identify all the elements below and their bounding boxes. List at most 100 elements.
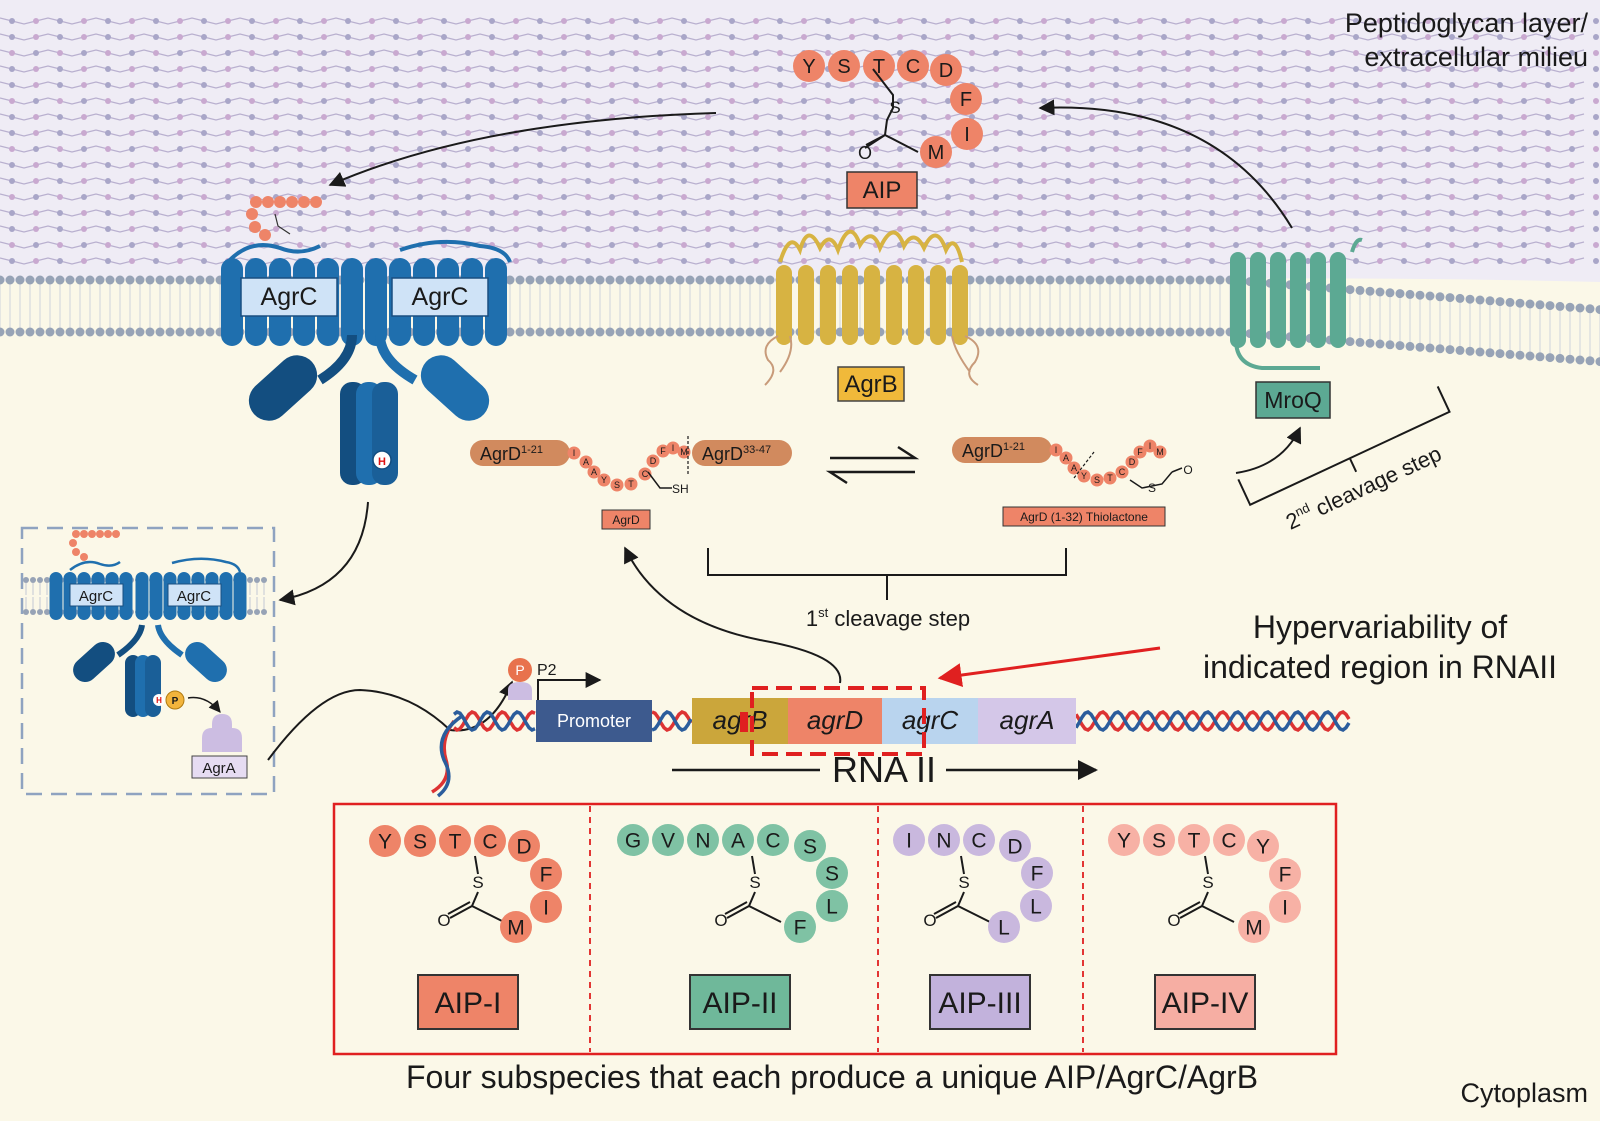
first-cleavage-bracket bbox=[707, 548, 1067, 600]
inset-phosphorylated-agrc: AgrC AgrC H P AgrA bbox=[20, 526, 276, 796]
mroq-helix-5 bbox=[1310, 252, 1326, 348]
aip-top-residue-label: C bbox=[906, 56, 920, 78]
promoter-label: Promoter bbox=[557, 711, 631, 731]
aip-variants-panel bbox=[332, 802, 1338, 1056]
aip-ii-label: AIP-II bbox=[702, 987, 777, 1020]
agrd-linear-left-label: AgrD1-21 bbox=[480, 444, 543, 464]
aip-top-residue-label: Y bbox=[802, 56, 815, 78]
gene-agrc bbox=[882, 698, 978, 744]
aip-i-residue bbox=[369, 825, 401, 857]
agrb-helix-3 bbox=[820, 265, 836, 345]
arrow-mroq-to-aip bbox=[1038, 99, 1293, 229]
agrd-linear-residue bbox=[646, 454, 660, 468]
aip-top-residue bbox=[897, 50, 929, 82]
agrd-linear-residue-label: I bbox=[573, 448, 576, 458]
agrc-label-box-left bbox=[240, 277, 338, 317]
aip-i-residue-label: M bbox=[507, 917, 525, 940]
agrb-helix-7 bbox=[908, 265, 924, 345]
aip-i-label: AIP-I bbox=[435, 987, 502, 1020]
histidine-label: H bbox=[378, 456, 386, 468]
agrd-linear-residue bbox=[597, 473, 611, 487]
agrc-helix-7 bbox=[365, 258, 387, 346]
aip-iv-residue bbox=[1178, 824, 1210, 856]
agrb-label-box bbox=[837, 366, 905, 402]
aip-iv-sulfur: S bbox=[1202, 873, 1213, 892]
agrd-thio-oxygen: O bbox=[1183, 463, 1192, 477]
arrow-agrd-gene-to-agrd bbox=[624, 546, 842, 684]
aip-i-residue bbox=[508, 830, 540, 862]
agrd-linear-residue-label: M bbox=[680, 447, 688, 457]
aip-iv-residue bbox=[1247, 830, 1279, 862]
agrd-thio-residue-label: I bbox=[1055, 445, 1058, 455]
aip-iii-sulfur: S bbox=[958, 873, 969, 892]
agrd-linear-residue bbox=[624, 477, 638, 491]
agrd-thio-residue bbox=[1067, 461, 1081, 475]
gene-agra bbox=[978, 698, 1076, 744]
mroq-helix-6 bbox=[1330, 252, 1346, 348]
aip-i-label-box bbox=[417, 974, 519, 1030]
p2-phosphate-label: P bbox=[515, 662, 524, 678]
aip-iv-residue-label: C bbox=[1221, 830, 1236, 853]
aip-ii-residue bbox=[687, 824, 719, 856]
agra-shape bbox=[202, 714, 242, 752]
agrd-thio-residue bbox=[1115, 465, 1129, 479]
agrd-thio-residue bbox=[1077, 469, 1091, 483]
aip-iv-residue-label: Y bbox=[1117, 830, 1131, 853]
inset-phosphate-label: P bbox=[172, 696, 179, 707]
agrd-thio-sulfur: S bbox=[1148, 481, 1156, 495]
aip-top-thiolactone-bond bbox=[872, 68, 894, 136]
aip-top-residue bbox=[920, 136, 952, 168]
agrb-label: AgrB bbox=[844, 371, 897, 398]
first-cleavage-label: 1st cleavage step bbox=[806, 605, 970, 631]
aip-top-residue bbox=[951, 118, 983, 150]
agrd-thio-residue-label: T bbox=[1107, 473, 1113, 483]
agrd-thio-residue-label: F bbox=[1137, 447, 1143, 457]
agrd-linear-residue-label: I bbox=[672, 443, 675, 453]
agrd-thio-residue bbox=[1090, 473, 1104, 487]
agrd-thio-residue bbox=[1143, 439, 1157, 453]
mroq-helix-2 bbox=[1250, 252, 1266, 348]
agrb-protein: AgrB bbox=[764, 229, 980, 402]
aip-iii-residue bbox=[928, 824, 960, 856]
dna-double-helix bbox=[431, 710, 1351, 798]
agra-label-box bbox=[191, 755, 248, 779]
p2-promoter-site: P P2 bbox=[508, 658, 602, 705]
aip-ii-residue bbox=[816, 890, 848, 922]
second-cleavage-bracket bbox=[1237, 385, 1451, 507]
agra-label: AgrA bbox=[202, 760, 235, 777]
agrb-helix-2 bbox=[798, 265, 814, 345]
cytoplasm-label: Cytoplasm bbox=[1460, 1078, 1588, 1108]
aip-iv-residue-label: F bbox=[1279, 864, 1292, 887]
aip-i-residue-label: C bbox=[482, 831, 497, 854]
aip-top-residue-label: I bbox=[964, 124, 970, 146]
hypervariable-region-highlight bbox=[750, 686, 926, 756]
agrb-helix-8 bbox=[930, 265, 946, 345]
agrd-thio-label-box bbox=[1002, 506, 1166, 527]
aip-iv-residue-label: Y bbox=[1256, 836, 1270, 859]
agrd-label: AgrD bbox=[612, 513, 640, 527]
agrd-thio-residue bbox=[1103, 471, 1117, 485]
agrd-linear-residue bbox=[638, 467, 652, 481]
aip-iv-residue-label: T bbox=[1188, 830, 1201, 853]
agrd-linear-residue-label: F bbox=[660, 446, 666, 456]
extracellular-label-line1: Peptidoglycan layer/ bbox=[1345, 8, 1589, 38]
histidine-badge bbox=[372, 450, 392, 470]
aip-iii-residue bbox=[1021, 857, 1053, 889]
extracellular-label-line2: extracellular milieu bbox=[1364, 42, 1588, 72]
agrd-thio-residue bbox=[1153, 445, 1167, 459]
agrc-dimer: AgrC AgrC H bbox=[221, 196, 512, 485]
agrd-linear-residue bbox=[579, 455, 593, 469]
agrb-helix-4 bbox=[842, 265, 858, 345]
agrb-helix-5 bbox=[864, 265, 880, 345]
inset-agrc-box-left bbox=[69, 583, 124, 607]
p2-label: P2 bbox=[537, 662, 557, 679]
agrc-helix-12 bbox=[485, 258, 507, 346]
agrd-label-box bbox=[601, 509, 651, 530]
aip-i-oxygen: O bbox=[437, 911, 450, 930]
aip-ii-residue-label: C bbox=[765, 830, 780, 853]
aip-top-residue-label: T bbox=[873, 56, 885, 78]
inset-agrc-label-right: AgrC bbox=[177, 588, 211, 605]
gene-agrc-label: agrC bbox=[902, 705, 959, 735]
